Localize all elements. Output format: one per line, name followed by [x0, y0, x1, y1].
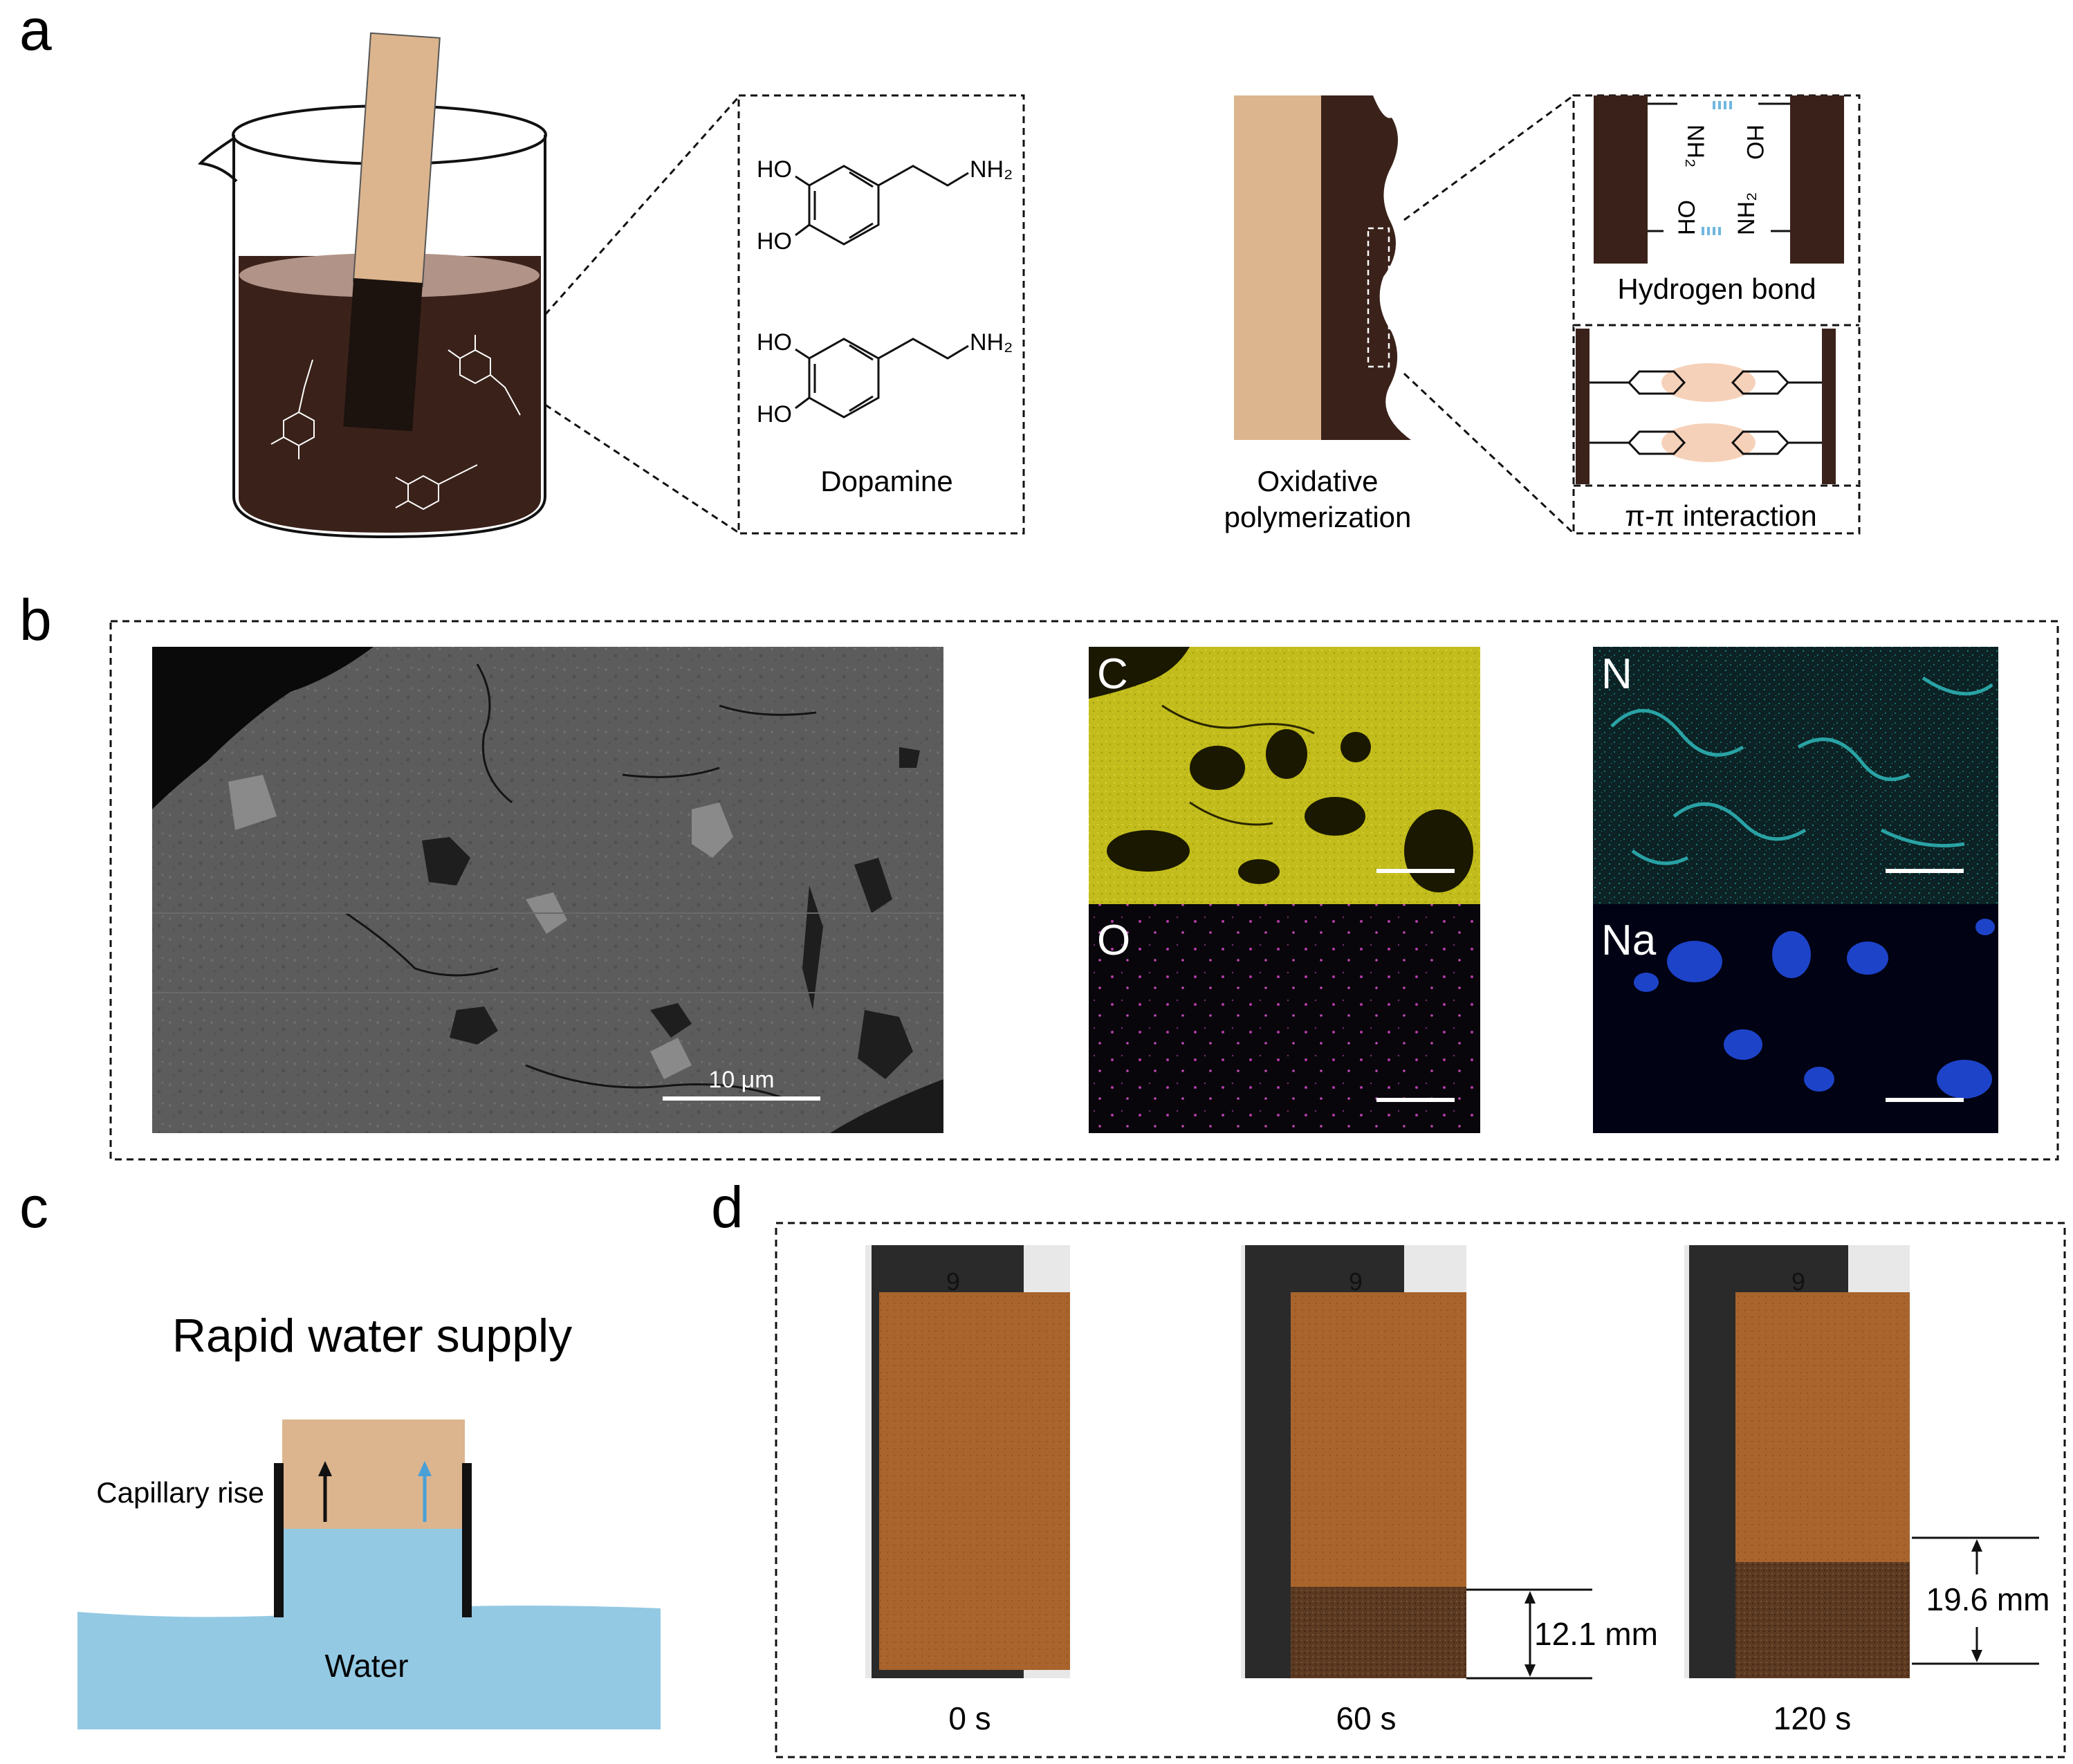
water-label: Water: [325, 1648, 409, 1684]
measure-120s: [1912, 1536, 2039, 1665]
panel-a-letter: a: [19, 0, 52, 62]
dopamine-2-ho-bottom: HO: [757, 401, 792, 428]
dopamine-1-ho-top: HO: [757, 156, 792, 183]
eds-map-n: [1593, 647, 1998, 904]
pi-chain-right: [1822, 329, 1836, 484]
hbond-chain-left: [1594, 95, 1648, 264]
coating-zoom-box: [1367, 227, 1390, 368]
dry-column: [282, 1420, 465, 1529]
wood-substrate: [1234, 95, 1324, 440]
eds-n-label: N: [1601, 650, 1632, 698]
photo-120s-time: 120 s: [1773, 1700, 1852, 1736]
eds-map-o: [1089, 904, 1480, 1133]
dopamine-2-nh2: NH₂: [970, 329, 1013, 356]
eds-c-scale-bar: [1376, 869, 1455, 873]
column-wall-left: [274, 1463, 284, 1617]
hydrogen-bond-label: Hydrogen bond: [1617, 273, 1816, 305]
eds-o-scale-bar: [1376, 1098, 1455, 1102]
panel-b-letter: b: [19, 587, 52, 652]
pi-interaction-label: π-π interaction: [1625, 499, 1816, 532]
dopamine-1-ho-bottom: HO: [757, 228, 792, 255]
column-wall-right: [462, 1463, 472, 1617]
eds-n-scale-bar: [1886, 869, 1964, 873]
dopamine-structure-2: [795, 338, 969, 419]
pi-chain-left: [1576, 329, 1590, 484]
capillary-arrow-black: [318, 1461, 332, 1522]
eds-map-c: [1089, 647, 1480, 904]
beaker-molecule-3: [395, 464, 478, 511]
pi-rings: [1590, 370, 1822, 455]
panel-d-box: [775, 1222, 2066, 1758]
dopamine-label: Dopamine: [820, 465, 952, 497]
photo-0s-ruler-mark: 6: [946, 1267, 960, 1296]
water-body: [77, 1606, 661, 1729]
hbond-ho-top: HO: [1742, 125, 1768, 160]
dopamine-2-ho-top: HO: [757, 329, 792, 356]
sem-scale-label: 10 μm: [708, 1067, 774, 1093]
photo-60s-ruler-mark: 6: [1349, 1267, 1363, 1296]
hbond-nh2-top: NH₂: [1682, 125, 1708, 167]
hbond-dash-bottom: [1702, 227, 1721, 235]
sem-scale-bar: [663, 1096, 820, 1101]
pi-overlap-2: [1661, 423, 1756, 462]
dopamine-box: [737, 94, 1025, 535]
photo-60s: [1241, 1245, 1466, 1678]
measure-60s-label: 12.1 mm: [1534, 1616, 1658, 1652]
capillary-rise-label: Capillary rise: [96, 1476, 264, 1509]
hbond-nh2-bottom: NH₂: [1733, 192, 1760, 235]
measure-120s-label: 19.6 mm: [1926, 1581, 2050, 1617]
polymerization-label-2: polymerization: [1224, 501, 1412, 533]
panel-c-title: Rapid water supply: [172, 1310, 572, 1362]
polymerization-label-1: Oxidative: [1257, 465, 1378, 497]
dopamine-1-nh2: NH₂: [970, 156, 1013, 183]
photo-60s-time: 60 s: [1336, 1700, 1397, 1736]
panel-b-box: [109, 620, 2059, 1161]
wet-column: [282, 1527, 465, 1619]
eds-o-label: O: [1097, 917, 1130, 964]
capillary-arrow-blue: [418, 1461, 432, 1522]
polydopamine-coating: [1321, 95, 1411, 440]
sem-image: [152, 647, 943, 1133]
photo-0s: [865, 1245, 1070, 1678]
measure-60s: [1466, 1588, 1592, 1680]
hbond-dash-top: [1713, 101, 1732, 109]
wood-strip: [343, 32, 441, 432]
beaker-molecule-2: [448, 335, 521, 416]
eds-map-na: [1593, 904, 1998, 1133]
eds-na-scale-bar: [1886, 1098, 1964, 1102]
dopamine-structure-1: [795, 165, 969, 246]
panel-d-letter: d: [711, 1175, 744, 1240]
photo-0s-time: 0 s: [948, 1700, 991, 1736]
interaction-box: [1572, 94, 1861, 535]
panel-c-letter: c: [19, 1175, 48, 1240]
photo-120s: [1684, 1245, 1910, 1678]
eds-na-label: Na: [1601, 917, 1657, 964]
beaker-molecule-1: [270, 359, 315, 459]
hbond-chain-right: [1790, 95, 1844, 264]
eds-c-label: C: [1097, 650, 1128, 698]
photo-120s-ruler-mark: 6: [1791, 1267, 1805, 1296]
pi-overlap-1: [1661, 363, 1756, 402]
hbond-ho-bottom: HO: [1674, 200, 1700, 235]
